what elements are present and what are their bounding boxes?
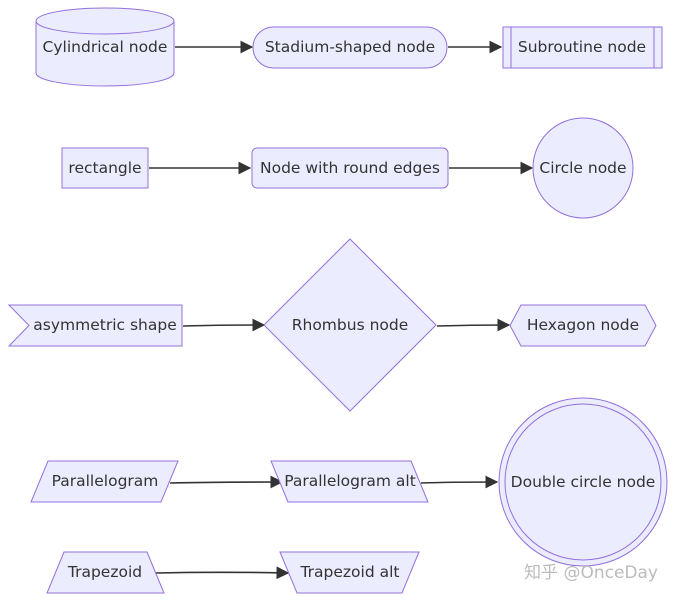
- circle-node[interactable]: Circle node: [532, 117, 634, 219]
- round-edges-node-label: Node with round edges: [260, 159, 440, 177]
- trapezoid-node-label: Trapezoid: [67, 563, 142, 581]
- edges: [149, 40, 534, 580]
- hexagon-node[interactable]: Hexagon node: [509, 304, 657, 347]
- parallelogram-alt-node-label: Parallelogram alt: [284, 472, 416, 490]
- subroutine-node-label: Subroutine node: [518, 38, 646, 56]
- parallelogram-node[interactable]: Parallelogram: [30, 460, 179, 503]
- parallelogram-node-label: Parallelogram: [52, 472, 159, 490]
- asymmetric-node-label: asymmetric shape: [33, 316, 176, 334]
- rectangle-node[interactable]: rectangle: [61, 147, 149, 189]
- double-circle-node[interactable]: Double circle node: [498, 397, 668, 567]
- edge-asymmetric-to-rhombus: [182, 318, 266, 332]
- rhombus-node[interactable]: Rhombus node: [263, 238, 437, 412]
- cylindrical-node[interactable]: Cylindrical node: [35, 7, 175, 87]
- trapezoid-alt-node-label: Trapezoid alt: [299, 563, 399, 581]
- edge-rhombus-to-hexagon: [436, 318, 511, 332]
- edge-trapezoid-to-trapezoid-alt: [155, 566, 290, 580]
- hexagon-node-label: Hexagon node: [527, 316, 639, 334]
- edge-parallelogram-alt-to-double-circle: [420, 475, 499, 489]
- cylindrical-node-label: Cylindrical node: [43, 38, 168, 56]
- parallelogram-alt-node[interactable]: Parallelogram alt: [270, 460, 429, 503]
- edge-parallelogram-to-parallelogram-alt: [169, 475, 284, 489]
- rectangle-node-label: rectangle: [68, 159, 141, 177]
- trapezoid-alt-node[interactable]: Trapezoid alt: [279, 551, 420, 594]
- rhombus-node-label: Rhombus node: [292, 316, 409, 334]
- round-edges-node[interactable]: Node with round edges: [251, 147, 449, 189]
- stadium-node[interactable]: Stadium-shaped node: [252, 26, 448, 69]
- watermark: 知乎 @OnceDay: [524, 563, 658, 583]
- asymmetric-node[interactable]: asymmetric shape: [7, 304, 183, 347]
- stadium-node-label: Stadium-shaped node: [265, 38, 435, 56]
- trapezoid-node[interactable]: Trapezoid: [46, 551, 165, 594]
- circle-node-label: Circle node: [539, 159, 626, 177]
- subroutine-node[interactable]: Subroutine node: [502, 26, 663, 69]
- double-circle-node-label: Double circle node: [511, 473, 656, 491]
